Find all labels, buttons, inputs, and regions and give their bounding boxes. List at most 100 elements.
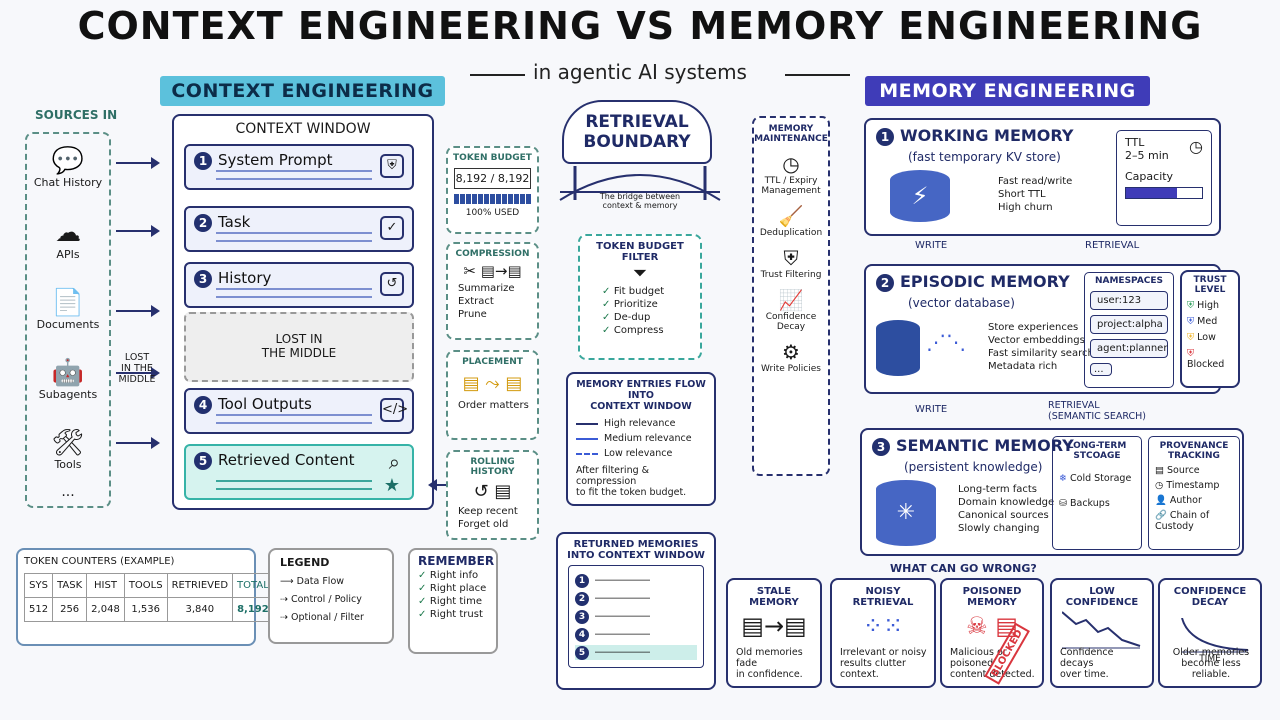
namespace-pill: ... bbox=[1090, 363, 1112, 376]
item-label: Task bbox=[218, 213, 251, 231]
item-number: 1 bbox=[194, 152, 212, 170]
returned-row: 4――――― bbox=[575, 627, 697, 642]
legend-control: ⇢ Control / Policy bbox=[280, 594, 362, 605]
list-item: Metadata rich bbox=[988, 361, 1058, 372]
item-label: Retrieved Content bbox=[218, 451, 355, 469]
tools-icon: 🛠 bbox=[51, 428, 85, 458]
list-item: Long-term facts bbox=[958, 484, 1038, 495]
lost-in-the-middle-zone: LOST IN THE MIDDLE bbox=[184, 312, 414, 382]
list-item: Fit budget bbox=[602, 286, 700, 297]
database-icon: ⚡ bbox=[890, 170, 950, 222]
card-desc: Confidence decays over time. bbox=[1060, 647, 1114, 680]
source-subagents: 🤖Subagents bbox=[27, 358, 109, 401]
shield-icon: ⛨ bbox=[380, 154, 404, 178]
namespace-pill: user:123 bbox=[1090, 291, 1168, 310]
list-item: Right time bbox=[418, 596, 488, 607]
prov-timestamp: ◷ Timestamp bbox=[1155, 480, 1220, 491]
shield-icon: ⛨ bbox=[1187, 332, 1195, 343]
card-heading: TOKEN BUDGET bbox=[453, 153, 532, 163]
token-budget-card: TOKEN BUDGET 8,192 / 8,192 100% USED bbox=[446, 146, 539, 234]
link-icon: 🔗 bbox=[1155, 510, 1167, 521]
list-item: Store experiences bbox=[988, 322, 1079, 333]
shield-icon: ⛨ bbox=[1187, 300, 1195, 311]
time-axis-label: TIME bbox=[1199, 654, 1221, 664]
context-engineering-banner: CONTEXT ENGINEERING bbox=[160, 76, 445, 106]
cloud-gear-icon: ☁ bbox=[55, 218, 81, 248]
broom-icon: 🧹 bbox=[778, 204, 804, 228]
card-desc: Malicious or poisoned content detected. bbox=[950, 647, 1035, 680]
maint-trust: ⛨Trust Filtering bbox=[754, 246, 828, 280]
ttl-card: TTL ◷ 2–5 min Capacity bbox=[1116, 130, 1212, 226]
capacity-bar bbox=[1125, 187, 1203, 199]
returned-row: 5――――― bbox=[575, 645, 697, 660]
card-heading: NOISY RETRIEVAL bbox=[852, 586, 914, 608]
card-heading: ROLLING HISTORY bbox=[470, 457, 515, 477]
legend-medium: Medium relevance bbox=[576, 433, 706, 444]
memory-flow-card: MEMORY ENTRIES FLOW INTO CONTEXT WINDOW … bbox=[566, 372, 716, 506]
maint-ttl: ◷TTL / Expiry Management bbox=[754, 152, 828, 196]
source-label: Chat History bbox=[33, 176, 103, 189]
placement-icon: ▤ ⤳ ▤ bbox=[462, 373, 523, 394]
list-item: Forget old bbox=[458, 519, 509, 530]
card-heading: LOW CONFIDENCE bbox=[1065, 586, 1139, 608]
card-heading: LONG-TERM STCOAGE bbox=[1067, 441, 1127, 461]
maint-decay: 📈Confidence Decay bbox=[754, 288, 828, 332]
context-window-heading: CONTEXT WINDOW bbox=[235, 121, 371, 137]
data-flow-arrow bbox=[116, 157, 160, 169]
history-icon: ↺ bbox=[380, 272, 404, 296]
source-label: Documents bbox=[36, 318, 100, 331]
clock-icon: ◷ bbox=[1189, 137, 1203, 156]
what-can-go-wrong-heading: WHAT CAN GO WRONG? bbox=[890, 562, 1037, 575]
namespace-pill: project:alpha bbox=[1090, 315, 1168, 334]
text-lines bbox=[216, 232, 372, 242]
data-flow-arrow bbox=[116, 305, 160, 317]
card-heading: REMEMBER bbox=[418, 554, 495, 568]
source-label: Subagents bbox=[38, 388, 98, 401]
trust-low: ⛨ Low bbox=[1187, 332, 1216, 343]
data-flow-arrow bbox=[116, 225, 160, 237]
list-item: Summarize bbox=[458, 283, 515, 294]
star-icon: ★ bbox=[383, 475, 400, 496]
snowflake-icon: ❄ bbox=[1059, 473, 1067, 484]
token-budget-used: 100% USED bbox=[465, 208, 520, 218]
list-item: Short TTL bbox=[998, 189, 1046, 200]
card-desc: Old memories fade in confidence. bbox=[736, 647, 803, 680]
card-desc: Irrelevant or noisy results clutter cont… bbox=[840, 647, 927, 680]
divider bbox=[785, 74, 850, 76]
card-heading: COMPRESSION bbox=[455, 249, 530, 259]
list-item: Prune bbox=[458, 309, 487, 320]
item-label: Tool Outputs bbox=[218, 395, 312, 413]
retrieval-boundary-heading: RETRIEVAL BOUNDARY bbox=[562, 100, 712, 164]
code-icon: </> bbox=[380, 398, 408, 422]
text-lines bbox=[216, 480, 372, 490]
skull-icon: ☠ ▤ bbox=[966, 612, 1018, 640]
card-heading: LEGEND bbox=[280, 556, 330, 569]
long-term-storage-card: LONG-TERM STCOAGE ❄ Cold Storage ⛁ Backu… bbox=[1052, 436, 1142, 550]
data-flow-arrow bbox=[116, 437, 160, 449]
ttl-value: 2–5 min bbox=[1125, 149, 1169, 162]
noise-graph-icon: ⁘⁙ bbox=[862, 612, 904, 640]
card-heading: MEMORY MAINTENANCE bbox=[754, 124, 828, 144]
item-number: 2 bbox=[876, 274, 894, 292]
list-item: Canonical sources bbox=[958, 510, 1049, 521]
memory-title: WORKING MEMORY bbox=[900, 126, 1074, 145]
knowledge-db-icon: ✳ bbox=[876, 480, 936, 546]
card-heading: TOKEN COUNTERS (EXAMPLE) bbox=[24, 556, 175, 567]
vector-graph-icon: ⋰⋱ bbox=[926, 330, 966, 354]
list-item: Extract bbox=[458, 296, 494, 307]
page-subtitle: in agentic AI systems bbox=[533, 60, 747, 84]
document-icon: 📄 bbox=[51, 288, 85, 318]
token-budget-bar bbox=[454, 194, 531, 204]
shield-icon: ⛨ bbox=[1187, 348, 1195, 359]
source-apis: ☁APIs bbox=[27, 218, 109, 261]
namespaces-card: NAMESPACES user:123 project:alpha agent:… bbox=[1084, 272, 1174, 388]
database-icon bbox=[876, 320, 920, 376]
backups: ⛁ Backups bbox=[1059, 498, 1110, 509]
